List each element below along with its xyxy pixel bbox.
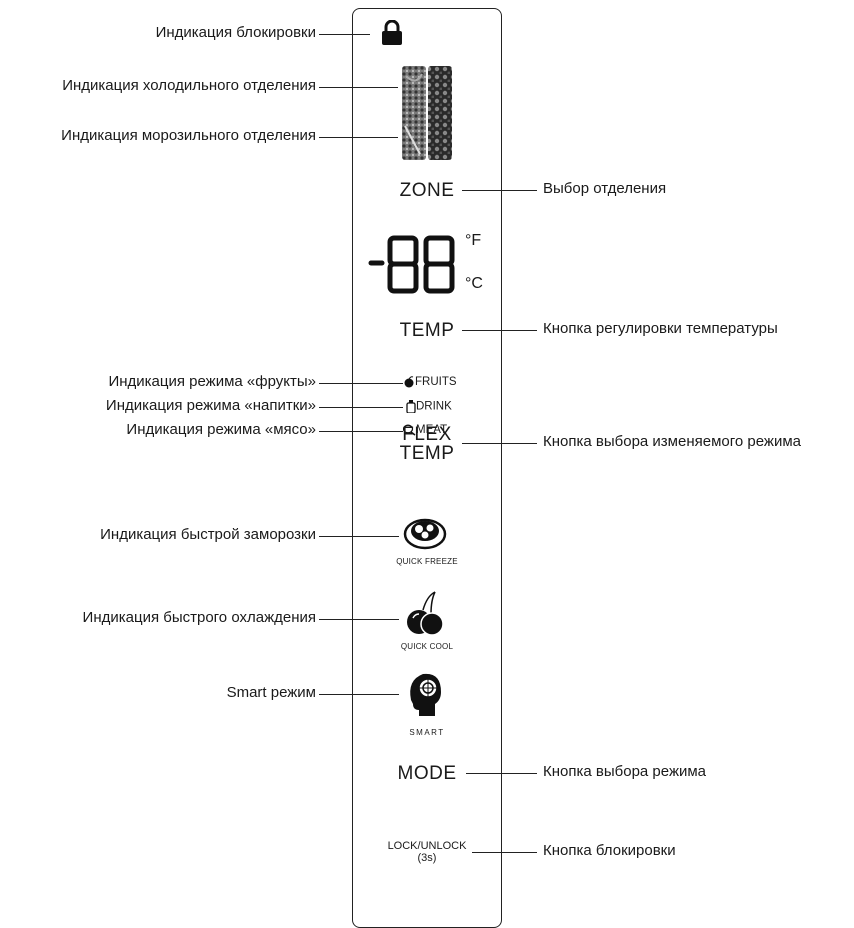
lock-icon [382, 20, 402, 45]
label-lock-button: Кнопка блокировки [543, 842, 676, 859]
leader-line [462, 330, 537, 331]
meat-icon [403, 424, 416, 436]
meat-indicator: MEAT [403, 424, 447, 436]
lock-unlock-button[interactable]: LOCK/UNLOCK (3s) [377, 840, 477, 864]
leader-line [319, 34, 370, 35]
fruit-icon [404, 376, 414, 388]
leader-line [319, 87, 398, 88]
flex-label-line1: FLEX [402, 424, 452, 445]
zone-button[interactable]: ZONE [399, 180, 455, 201]
quick-freeze-icon [403, 518, 447, 550]
label-mode-button: Кнопка выбора режима [543, 763, 707, 780]
cherry-icon [407, 591, 444, 636]
label-temp-button: Кнопка регулировки температуры [543, 320, 778, 337]
label-quick-freeze-indication: Индикация быстрой заморозки [100, 526, 316, 543]
leader-line [319, 137, 398, 138]
label-smart-mode: Smart режим [226, 684, 316, 701]
mode-button[interactable]: MODE [397, 763, 457, 784]
label-fruits-indication: Индикация режима «фрукты» [108, 373, 316, 390]
leader-line [319, 431, 403, 432]
label-freezer-indication: Индикация морозильного отделения [61, 127, 316, 144]
leader-line [462, 190, 537, 191]
fruits-label: FRUITS [415, 376, 457, 389]
drink-label: DRINK [416, 400, 452, 413]
label-zone-select: Выбор отделения [543, 180, 667, 197]
fruits-indicator: FRUITS [403, 376, 457, 388]
bottle-icon [406, 400, 416, 413]
temp-button[interactable]: TEMP [399, 320, 455, 341]
label-flex-button: Кнопка выбора изменяемого режима [543, 433, 801, 450]
label-fridge-indication: Индикация холодильного отделения [62, 77, 316, 94]
flex-label-line2: TEMP [399, 443, 455, 464]
leader-line [319, 407, 403, 408]
leader-line [319, 383, 403, 384]
meat-label: MEAT [416, 424, 448, 437]
label-meat-indication: Индикация режима «мясо» [126, 421, 316, 438]
leader-line [472, 852, 537, 853]
unit-celsius: °C [465, 275, 483, 292]
temperature-display [368, 235, 455, 294]
quick-freeze-label: QUICK FREEZE [396, 557, 458, 566]
lock-unlock-label: LOCK/UNLOCK [387, 840, 467, 852]
lock-unlock-time: (3s) [417, 852, 437, 864]
unit-fahrenheit: °F [465, 232, 482, 249]
label-quick-cool-indication: Индикация быстрого охлаждения [82, 609, 316, 626]
quick-cool-label: QUICK COOL [400, 642, 454, 651]
label-lock-indication: Индикация блокировки [155, 24, 316, 41]
smart-head-icon [410, 673, 441, 716]
leader-line [319, 536, 399, 537]
smart-label: SMART [409, 728, 445, 737]
label-drink-indication: Индикация режима «напитки» [105, 397, 316, 414]
leader-line [319, 619, 399, 620]
leader-line [319, 694, 399, 695]
compartment-image [402, 66, 452, 160]
leader-line [466, 773, 537, 774]
flex-temp-button[interactable]: FLEX TEMP [385, 425, 469, 463]
drink-indicator: DRINK [406, 400, 452, 413]
leader-line [462, 443, 537, 444]
